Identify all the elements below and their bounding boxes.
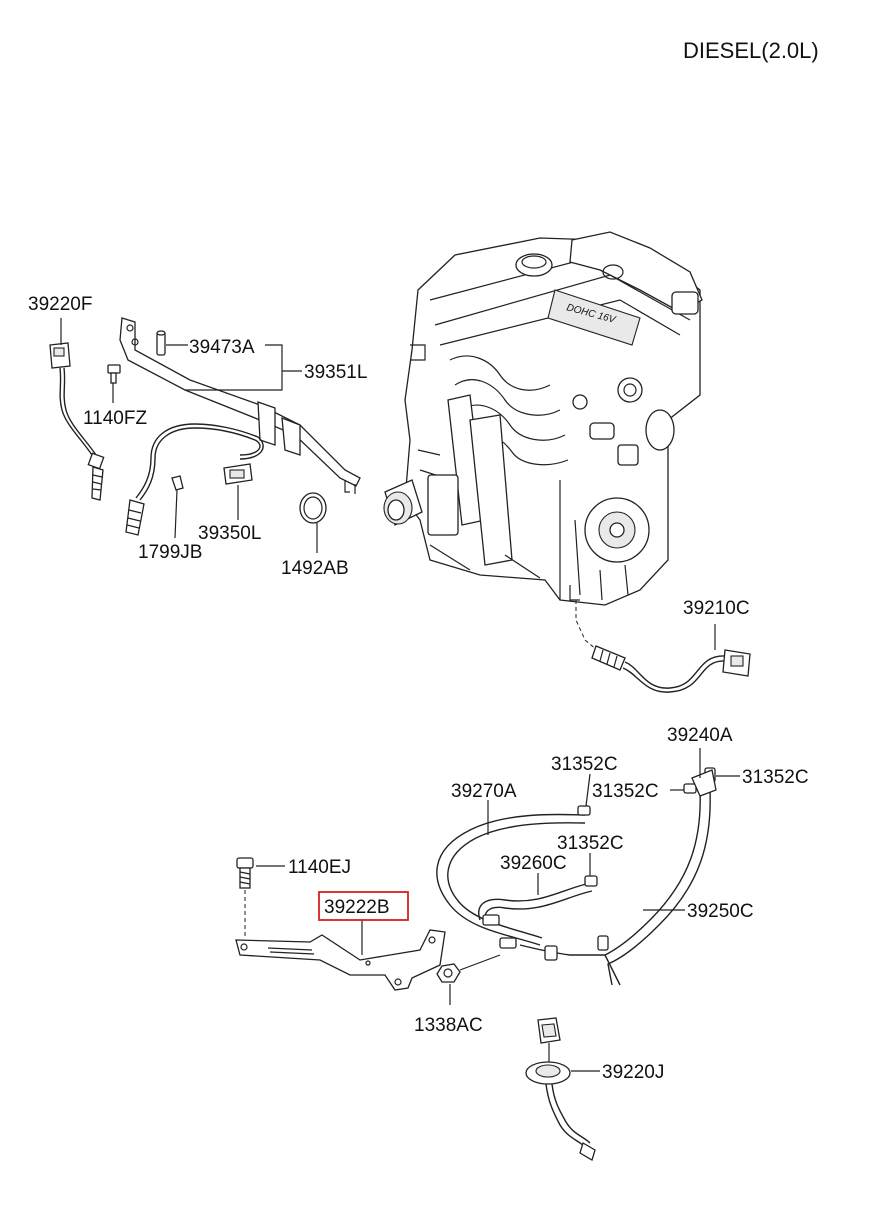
part-label-31352C-left: 31352C: [592, 781, 659, 802]
part-label-1140FZ: 1140FZ: [83, 408, 147, 429]
part-label-39220J: 39220J: [602, 1062, 664, 1083]
clamp-1492AB: 1492AB: [281, 492, 349, 579]
part-label-39250C: 39250C: [687, 901, 754, 922]
part-label-31352C-right: 31352C: [742, 767, 809, 788]
part-label-39351L: 39351L: [304, 362, 367, 383]
hose-assembly: 39240A 31352C 31352C 31352C 31352C 39270…: [436, 725, 809, 986]
part-label-39210C: 39210C: [683, 598, 750, 619]
bracket-39351L: 39473A 39351L: [119, 317, 367, 494]
clamp-31352C-c: [584, 875, 598, 887]
clamp-31352C-b: [683, 783, 697, 794]
sensor-39210C: 39210C: [575, 598, 751, 693]
sensor-39220J: 39220J: [525, 1017, 664, 1161]
part-label-39222B: 39222B: [324, 897, 390, 918]
part-label-1338AC: 1338AC: [414, 1015, 483, 1036]
oxygen-sensor-39350L: 39350L: [125, 423, 264, 544]
part-label-31352C-mid: 31352C: [557, 833, 624, 854]
part-label-39240A: 39240A: [667, 725, 733, 746]
part-label-39260C: 39260C: [500, 853, 567, 874]
part-label-39350L: 39350L: [198, 523, 261, 544]
part-label-39270A: 39270A: [451, 781, 517, 802]
oxygen-sensor-39220F: 39220F: [28, 294, 105, 501]
nut-1338AC: 1338AC: [414, 963, 483, 1036]
bolt-1140FZ: 1140FZ: [83, 364, 147, 429]
part-label-31352C-top: 31352C: [551, 754, 618, 775]
part-label-39473A: 39473A: [189, 337, 255, 358]
part-label-1140EJ: 1140EJ: [288, 857, 351, 878]
clamp-31352C-a: [577, 805, 591, 816]
part-label-39220F: 39220F: [28, 294, 92, 315]
clip-1799JB: 1799JB: [138, 475, 202, 563]
part-label-1492AB: 1492AB: [281, 558, 349, 579]
bracket-39222B: 39222B: [235, 891, 446, 991]
part-label-1799JB: 1799JB: [138, 542, 202, 563]
diagram-title: DIESEL(2.0L): [683, 38, 819, 63]
bolt-1140EJ: 1140EJ: [236, 857, 351, 938]
highlight-box-39222B: [318, 891, 409, 921]
engine-assembly: DOHC 16V: [383, 231, 703, 606]
